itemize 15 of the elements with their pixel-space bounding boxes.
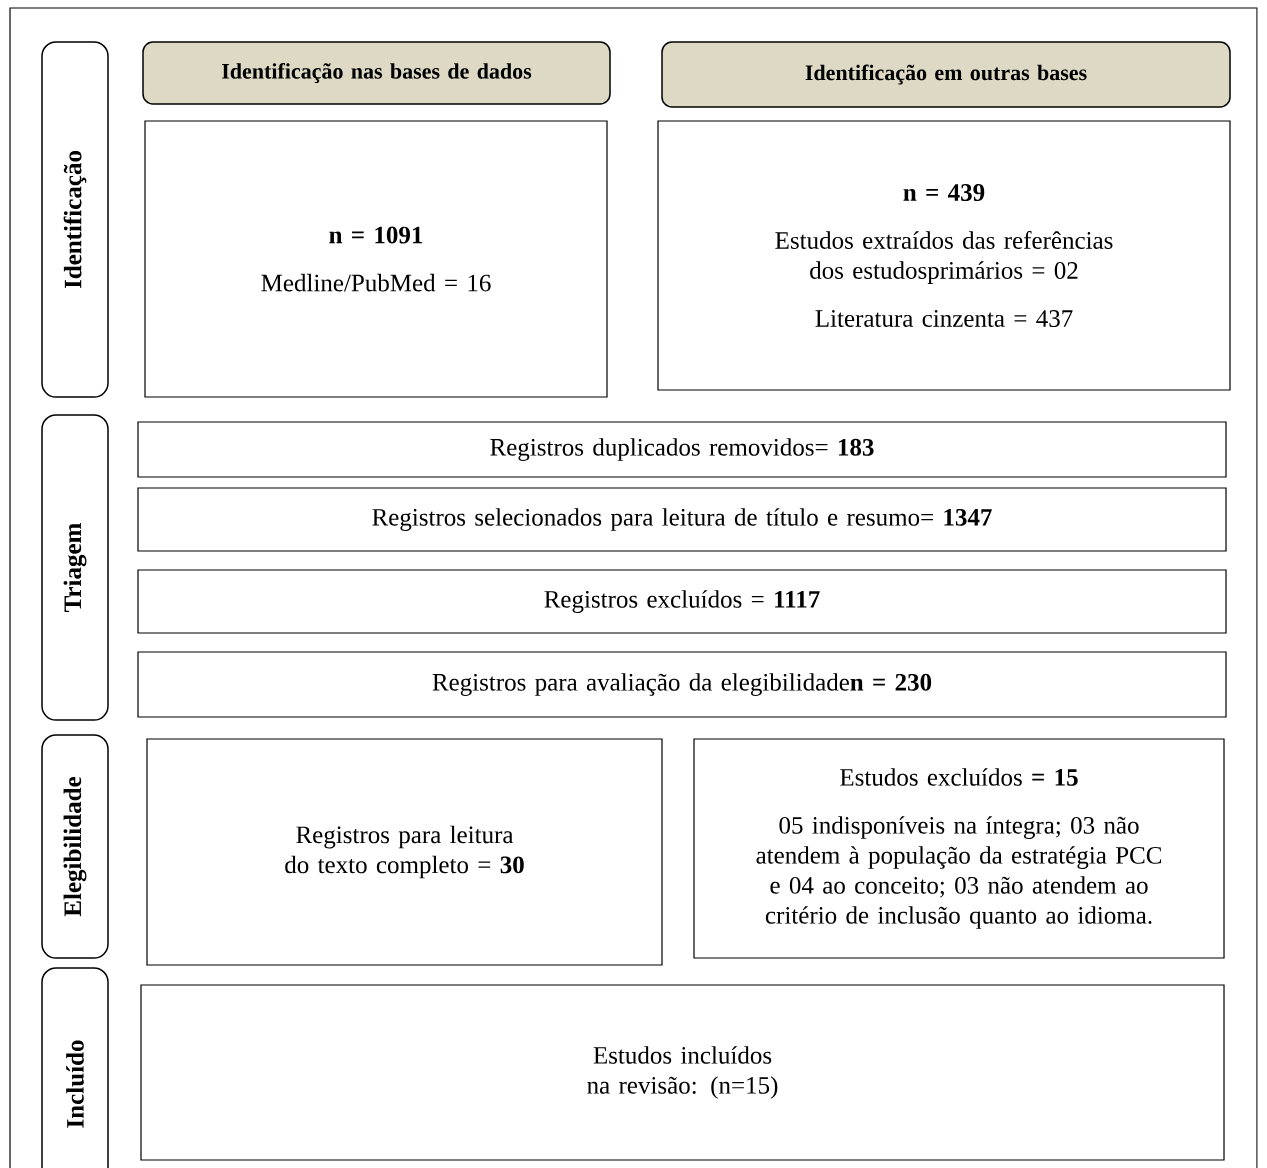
- process-box: n = 1091 Medline/PubMed = 16: [144, 120, 608, 398]
- stage-tab: Incluído: [41, 967, 109, 1168]
- process-box: Estudos incluídos na revisão: (n=15): [140, 984, 1225, 1161]
- process-box: n = 439 Estudos extraídos das referências dos estudosprimários = 02 Literatura cinzenta = 437: [657, 120, 1231, 391]
- process-box: Registros duplicados removidos= 183: [137, 421, 1227, 478]
- stage-tab: Elegibilidade: [41, 734, 109, 959]
- process-box: Estudos excluídos = 15 05 indisponíveis na íntegra; 03 não atendem à população da estratégia PCC e 04 ao conceito; 03 não atendem ao critério de inclusão quanto ao idioma.: [693, 738, 1225, 959]
- header-box: Identificação nas bases de dados: [142, 41, 611, 105]
- stage-tab: Identificação: [41, 41, 109, 398]
- header-box: Identificação em outras bases: [661, 41, 1231, 108]
- process-box: Registros excluídos = 1117: [137, 569, 1227, 634]
- process-box: Registros selecionados para leitura de título e resumo= 1347: [137, 487, 1227, 552]
- process-box: Registros para leitura do texto completo = 30: [146, 738, 663, 966]
- stage-tab: Triagem: [41, 414, 109, 721]
- process-box: Registros para avaliação da elegibilidaden = 230: [137, 651, 1227, 718]
